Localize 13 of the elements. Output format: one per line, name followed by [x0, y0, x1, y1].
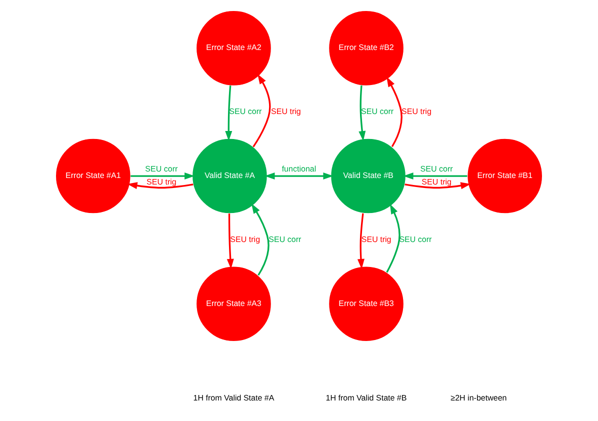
- arrow: [252, 74, 271, 148]
- arrow: [127, 182, 194, 190]
- arrow: [403, 172, 468, 180]
- arrow: [404, 182, 471, 190]
- arrow: [226, 214, 234, 269]
- arrow: [251, 204, 270, 276]
- arrow: [225, 86, 232, 142]
- arrow: [264, 172, 334, 180]
- arrow: [357, 213, 364, 270]
- arrow: [130, 172, 195, 180]
- arrow: [386, 76, 402, 148]
- arrow: [386, 204, 400, 273]
- arrow: [358, 85, 366, 142]
